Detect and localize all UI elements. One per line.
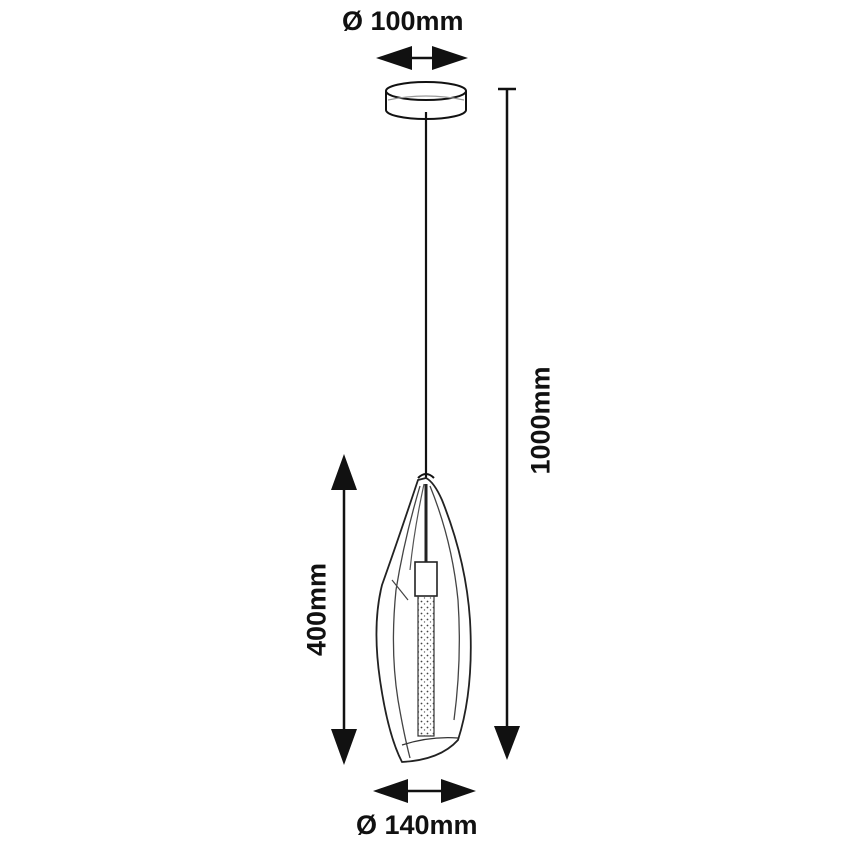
shade-diameter-label: Ø 140mm xyxy=(356,810,478,840)
shade-height-arrow xyxy=(331,454,357,765)
canopy-diameter-arrow xyxy=(376,46,468,70)
shade-height-label: 400mm xyxy=(301,562,332,657)
shade-diameter-arrow xyxy=(373,779,476,803)
filament-bulb xyxy=(414,484,438,737)
total-height-label: 1000mm xyxy=(525,366,556,475)
canopy-diameter-label: Ø 100mm xyxy=(342,6,464,36)
total-height-arrow xyxy=(494,87,520,760)
